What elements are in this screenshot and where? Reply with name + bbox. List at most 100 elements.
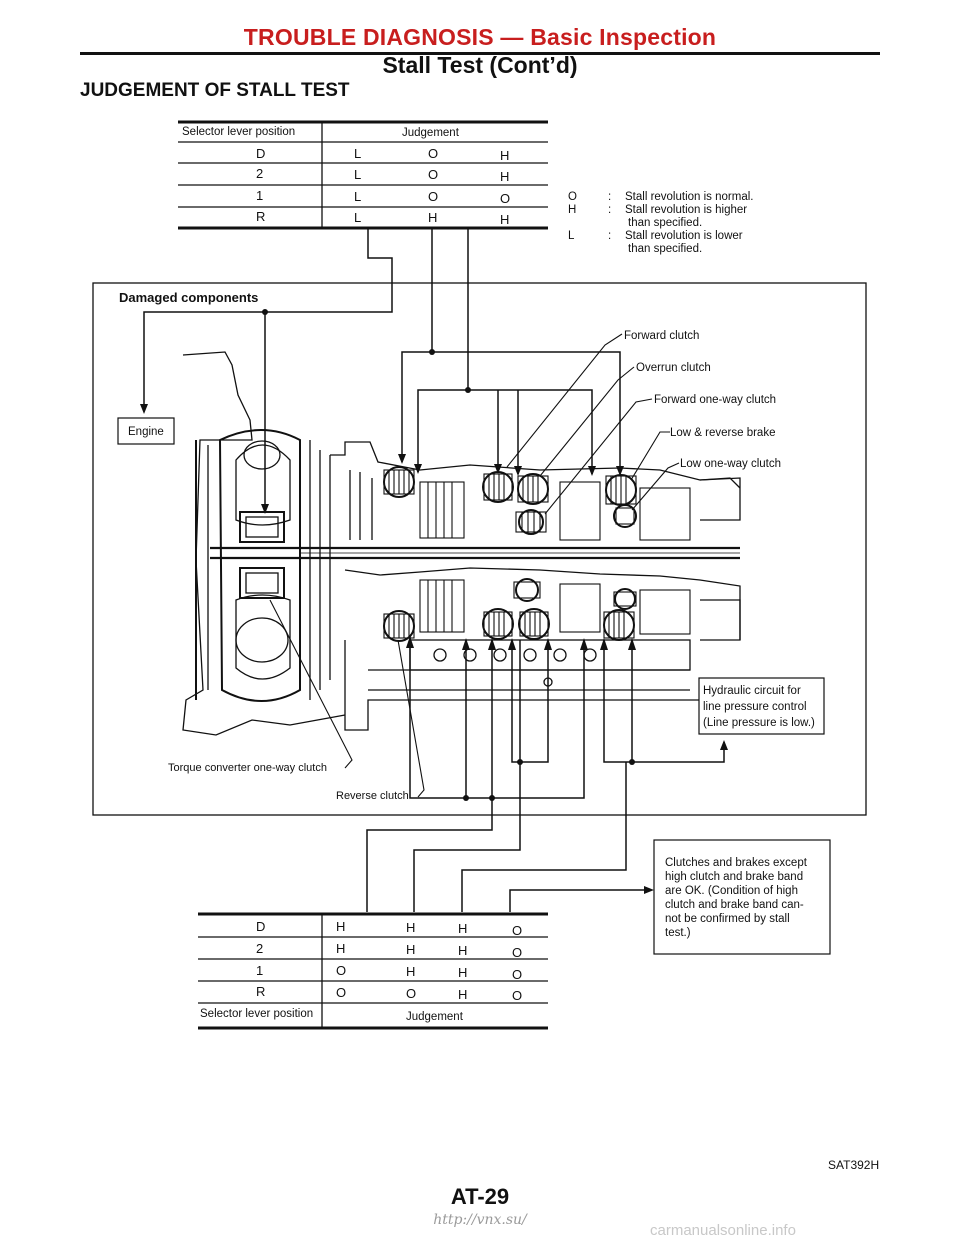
hydraulic-circuit-box [698, 677, 825, 735]
engine-box [117, 417, 175, 445]
damaged-components-frame [92, 282, 867, 816]
bottom-cell: O [336, 985, 346, 1000]
top-cell: H [500, 169, 509, 184]
note-line: high clutch and brake band [665, 871, 803, 883]
legend-sep: : [608, 204, 611, 216]
conclusion-note-box [653, 839, 831, 955]
bottom-cell: O [512, 945, 522, 960]
legend-text: Stall revolution is lower [625, 230, 743, 242]
figure-id: SAT392H [828, 1158, 880, 1172]
damaged-components-title: Damaged components [119, 290, 258, 305]
hydraulic-line-2: line pressure control [703, 701, 807, 713]
top-arrowheads [140, 404, 624, 514]
bottom-junction-dots [463, 759, 635, 801]
torque-converter-label: Torque converter one-way clutch [168, 762, 327, 774]
top-cell: O [500, 191, 510, 206]
bottom-arrowheads [406, 636, 728, 894]
top-cell: O [428, 146, 438, 161]
top-cell: H [428, 210, 437, 225]
top-cell: H [500, 212, 509, 227]
note-line: are OK. (Condition of high [665, 885, 798, 897]
top-row-pos: D [256, 146, 265, 161]
bottom-cell: O [336, 963, 346, 978]
top-cell: O [428, 167, 438, 182]
bottom-col-header-position: Selector lever position [200, 1008, 313, 1020]
note-line: test.) [665, 927, 691, 939]
legend-text: Stall revolution is normal. [625, 191, 753, 203]
bottom-cell: H [458, 921, 467, 936]
top-cell: L [354, 210, 361, 225]
bottom-col-header-judgement: Judgement [406, 1011, 464, 1023]
reverse-clutch-label: Reverse clutch [336, 790, 409, 802]
bottom-row-pos: R [256, 984, 265, 999]
page-url-link[interactable]: http://vnx.su/ [433, 1212, 527, 1228]
overrun-clutch-circle-upper [482, 471, 514, 503]
bottom-cell: H [336, 919, 345, 934]
lower-leaders [269, 599, 425, 798]
top-col-header-judgement: Judgement [402, 127, 460, 139]
component-label-overrun-clutch: Overrun clutch [636, 362, 711, 374]
bottom-cell: O [406, 986, 416, 1001]
top-row-pos: R [256, 209, 265, 224]
low-one-way-clutch-circle [613, 504, 637, 528]
engine-label: Engine [128, 426, 164, 438]
bottom-cell: H [458, 965, 467, 980]
top-row-pos: 2 [256, 166, 263, 181]
note-line: not be confirmed by stall [665, 913, 790, 925]
bottom-cell: H [458, 943, 467, 958]
transmission-cross-section [182, 351, 741, 736]
bottom-cell: H [458, 987, 467, 1002]
bottom-cell: H [406, 920, 415, 935]
top-judgement-table [178, 120, 548, 230]
top-cell: H [500, 148, 509, 163]
top-cell: L [354, 189, 361, 204]
bottom-cell: O [512, 923, 522, 938]
forward-clutch-circle-lower [515, 578, 539, 602]
forward-clutch-circle-upper [383, 466, 415, 498]
component-label-low-one-way-clutch: Low one-way clutch [680, 458, 781, 470]
legend-key: L [568, 230, 575, 242]
legend-key: O [568, 191, 577, 203]
forward-clutch-circle-inner [518, 509, 544, 535]
legend-sep: : [608, 230, 611, 242]
forward-one-way-clutch-circle [517, 473, 549, 505]
low-one-way-clutch-circle-lower [614, 588, 636, 610]
hydraulic-line-1: Hydraulic circuit for [703, 685, 801, 697]
bottom-row-pos: 2 [256, 941, 263, 956]
bottom-row-pos: D [256, 919, 265, 934]
bottom-cell: O [512, 967, 522, 982]
component-leaders [506, 333, 680, 515]
forward-one-way-clutch-circle-lower [518, 608, 550, 640]
bottom-judgement-table [198, 912, 548, 1030]
reverse-clutch-circle [383, 610, 415, 642]
header-subtitle: Stall Test (Cont’d) [382, 52, 578, 78]
bottom-cell: H [336, 941, 345, 956]
low-reverse-brake-circle-lower [603, 609, 635, 641]
bottom-row-pos: 1 [256, 963, 263, 978]
note-line: clutch and brake band can- [665, 899, 804, 911]
top-cell: L [354, 167, 361, 182]
bottom-cell: H [406, 964, 415, 979]
top-connection-lines [143, 228, 621, 512]
top-row-pos: 1 [256, 188, 263, 203]
bottom-cell: O [512, 988, 522, 1003]
component-label-forward-clutch: Forward clutch [624, 330, 699, 342]
top-junction-dots [262, 309, 471, 393]
note-line: Clutches and brakes except [665, 857, 808, 869]
legend-text: Stall revolution is higher [625, 204, 747, 216]
top-cell: L [354, 146, 361, 161]
section-title: JUDGEMENT OF STALL TEST [80, 80, 350, 101]
watermark-text: carmanualsonline.info [650, 1222, 796, 1239]
top-col-header-position: Selector lever position [182, 126, 295, 138]
overrun-clutch-circle-lower [482, 608, 514, 640]
component-label-low-reverse-brake: Low & reverse brake [670, 427, 775, 439]
component-label-forward-one-way-clutch: Forward one-way clutch [654, 394, 776, 406]
hydraulic-line-3: (Line pressure is low.) [703, 717, 815, 729]
legend-key: H [568, 204, 576, 216]
page-number: AT-29 [450, 1184, 510, 1209]
legend-text-cont: than specified. [628, 243, 702, 255]
header-rule [80, 52, 880, 55]
bottom-cell: H [406, 942, 415, 957]
top-cell: O [428, 189, 438, 204]
